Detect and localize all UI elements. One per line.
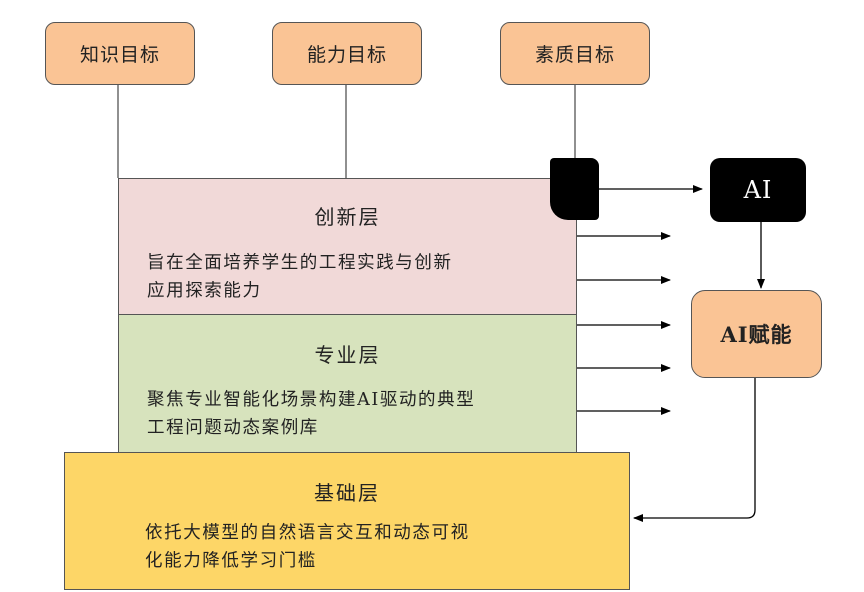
professional-layer-desc: 聚焦专业智能化场景构建AI驱动的典型 工程问题动态案例库: [147, 386, 475, 442]
knowledge-goal-label: 知识目标: [79, 44, 160, 66]
innovation-desc-line-1: 旨在全面培养学生的工程实践与创新: [147, 253, 453, 273]
professional-layer: 专业层 聚焦专业智能化场景构建AI驱动的典型 工程问题动态案例库: [118, 314, 577, 453]
quality-goal-box: 素质目标: [500, 22, 650, 85]
quality-goal-label: 素质目标: [534, 44, 615, 66]
ai-connector-block: [550, 158, 599, 220]
ability-goal-label: 能力目标: [306, 44, 387, 66]
innovation-desc-line-2: 应用探索能力: [147, 281, 262, 301]
empower-return-arrow: [633, 378, 756, 522]
innovation-layer-desc: 旨在全面培养学生的工程实践与创新 应用探索能力: [147, 249, 453, 305]
foundation-desc-line-1: 依托大模型的自然语言交互和动态可视: [145, 523, 470, 543]
professional-desc-line-1: 聚焦专业智能化场景构建AI驱动的典型: [147, 390, 476, 410]
foundation-desc-line-2: 化能力降低学习门槛: [145, 551, 317, 571]
professional-desc-line-2: 工程问题动态案例库: [147, 418, 319, 438]
knowledge-goal-box: 知识目标: [45, 22, 195, 85]
ai-label: AI: [743, 176, 773, 204]
ai-empower-box: AI赋能: [691, 290, 822, 378]
innovation-layer: 创新层 旨在全面培养学生的工程实践与创新 应用探索能力: [118, 178, 577, 315]
ability-goal-box: 能力目标: [272, 22, 422, 85]
foundation-layer-desc: 依托大模型的自然语言交互和动态可视 化能力降低学习门槛: [145, 519, 470, 575]
foundation-layer-title: 基础层: [314, 481, 380, 505]
professional-layer-title: 专业层: [314, 343, 381, 367]
foundation-layer: 基础层 依托大模型的自然语言交互和动态可视 化能力降低学习门槛: [64, 452, 630, 590]
ai-empower-label: AI赋能: [720, 322, 793, 347]
innovation-layer-title: 创新层: [314, 205, 381, 229]
ai-box: AI: [710, 158, 806, 222]
